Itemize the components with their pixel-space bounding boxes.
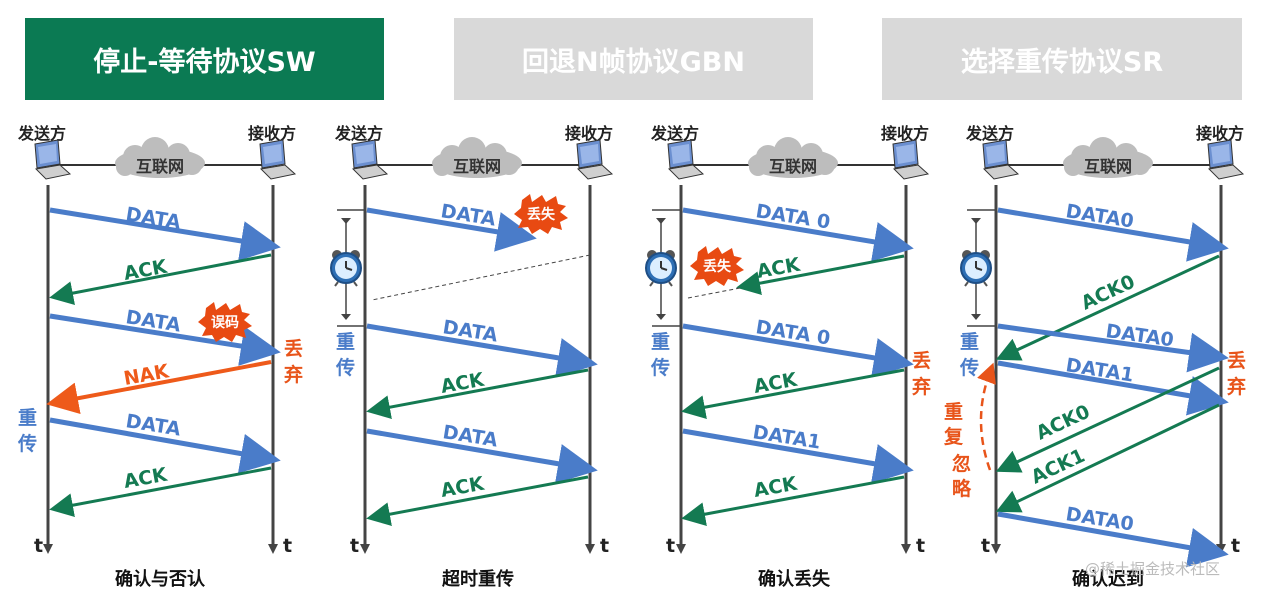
discard-char-1: 丢: [284, 337, 303, 360]
discard-char-2: 弃: [1227, 375, 1246, 398]
sender-label: 发送方: [18, 124, 67, 143]
receiver-label: 接收方: [1196, 124, 1245, 143]
panel-ack-lost: 互联网 t t DATA 0 ACK 丢失 重 传 DATA 0 丢 弃 ACK…: [645, 137, 931, 557]
burst-label: 丢失: [703, 258, 732, 275]
lost-burst-icon: [690, 246, 744, 286]
message-label: ACK: [755, 254, 803, 283]
receiver-laptop-icon: [259, 139, 296, 180]
message-label: ACK0: [1033, 401, 1094, 445]
ignore-char-2: 略: [952, 477, 972, 500]
receiver-label: 接收方: [565, 124, 614, 143]
receiver-laptop-icon: [576, 139, 613, 180]
time-label: t: [1231, 535, 1240, 557]
message-label: ACK: [752, 369, 800, 398]
time-label: t: [981, 535, 990, 557]
retransmit-char-2: 传: [650, 356, 670, 379]
panel-stop-and-wait: 互联网 t t DATA ACK DATA 误码 丢 弃 NAK 重 传 DAT…: [17, 137, 303, 557]
time-label: t: [600, 535, 609, 557]
internet-label: 互联网: [453, 157, 501, 176]
retransmit-char-1: 重: [336, 331, 355, 353]
retransmit-char-2: 传: [335, 356, 355, 379]
duplicate-char-1: 重: [944, 401, 963, 423]
message-label: NAK: [122, 360, 172, 390]
discard-char-2: 弃: [912, 375, 931, 398]
retransmit-char-2: 传: [17, 432, 37, 455]
panel-caption: 超时重传: [442, 569, 514, 590]
message-label: DATA: [124, 203, 182, 233]
error-burst-icon: [198, 302, 252, 342]
message-label: ACK: [122, 256, 170, 285]
burst-label: 误码: [211, 315, 239, 331]
sender-laptop-icon: [34, 139, 71, 180]
time-label: t: [350, 535, 359, 557]
panel-caption: 确认丢失: [758, 569, 830, 590]
duplicate-char-2: 复: [943, 425, 964, 448]
message-label: DATA: [124, 306, 182, 336]
retransmit-char-2: 传: [959, 356, 979, 379]
receiver-laptop-icon: [1207, 139, 1244, 180]
timer-icon: [330, 249, 362, 287]
retransmit-char-1: 重: [18, 407, 37, 429]
sender-laptop-icon: [351, 139, 388, 180]
panel-ack-late: 互联网 t t DATA0 ACK0 重 传 DATA0 DATA1 丢 弃 A…: [943, 137, 1246, 568]
panel-caption: 确认与否认: [115, 569, 205, 590]
timer-icon: [645, 249, 677, 287]
retransmit-char-1: 重: [651, 331, 670, 353]
discard-char-1: 丢: [1227, 349, 1246, 372]
message-label: DATA0: [1104, 320, 1175, 351]
receiver-label: 接收方: [248, 124, 297, 143]
panel-caption: 确认迟到: [1072, 569, 1144, 590]
tab-stop-and-wait[interactable]: 停止-等待协议SW: [25, 18, 384, 100]
internet-label: 互联网: [769, 157, 817, 176]
sender-laptop-icon: [982, 139, 1019, 180]
sender-label: 发送方: [966, 124, 1015, 143]
tab-selective-repeat[interactable]: 选择重传协议SR: [882, 18, 1242, 100]
discard-char-2: 弃: [284, 363, 303, 386]
internet-label: 互联网: [136, 157, 184, 176]
timer-icon: [960, 249, 992, 287]
time-label: t: [916, 535, 925, 557]
time-label: t: [34, 535, 43, 557]
message-label: ACK: [439, 369, 487, 398]
sender-label: 发送方: [651, 124, 700, 143]
time-label: t: [666, 535, 675, 557]
lost-burst-icon: [514, 194, 568, 234]
time-label: t: [283, 535, 292, 557]
panel-timeout-retransmit: 互联网 t t DATA 丢失 重 传 DATA ACK DATA ACK: [330, 137, 613, 557]
tab-go-back-n[interactable]: 回退N帧协议GBN: [454, 18, 813, 100]
receiver-label: 接收方: [881, 124, 930, 143]
sender-laptop-icon: [667, 139, 704, 180]
receiver-laptop-icon: [892, 139, 929, 180]
burst-label: 丢失: [527, 206, 556, 223]
discard-char-1: 丢: [912, 349, 931, 372]
watermark: @稀土掘金技术社区: [1085, 560, 1221, 578]
ignore-char-1: 忽: [952, 452, 971, 475]
sender-label: 发送方: [335, 124, 384, 143]
retransmit-char-1: 重: [960, 331, 979, 353]
internet-label: 互联网: [1084, 157, 1132, 176]
